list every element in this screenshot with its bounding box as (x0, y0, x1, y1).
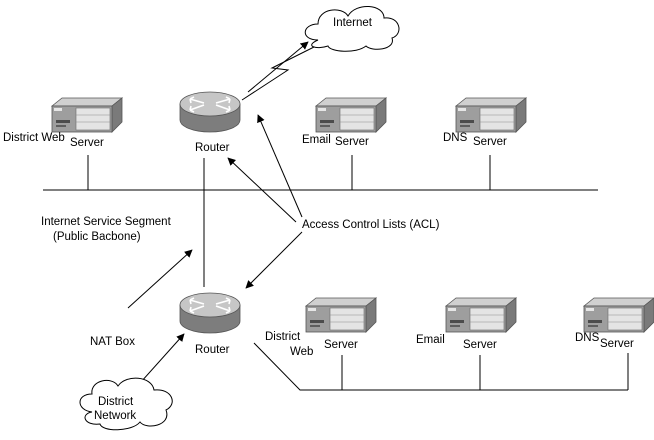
pointer-arrow-to-internet (247, 41, 309, 93)
district-web-top-label: District Web (3, 132, 65, 144)
router-top-icon (179, 91, 241, 133)
district-network-label-line1: District (98, 396, 134, 408)
segment-label-line2: (Public Bacbone) (53, 231, 141, 243)
server-dns-top-label: Server (473, 136, 507, 148)
acl-label: Access Control Lists (ACL) (302, 219, 440, 231)
router-bottom-label: Router (195, 344, 230, 356)
router-top-label: Router (195, 142, 230, 154)
acl-arrow-to-top-router-lower (227, 157, 297, 223)
email-bottom-label: Email (416, 334, 445, 346)
router-bottom-icon (179, 292, 241, 334)
district-web-bottom-label-line1: District (265, 331, 301, 343)
district-network-cloud (79, 377, 173, 431)
district-web-server-top-icon (51, 97, 123, 133)
server-web-bottom-label: Server (324, 339, 358, 351)
internet-cloud-label: Internet (333, 17, 372, 29)
email-server-bottom-icon (445, 297, 517, 333)
acl-arrow-to-bottom-router (245, 231, 303, 289)
email-server-top-icon (315, 97, 387, 133)
segment-label-line1: Internet Service Segment (41, 216, 171, 228)
district-web-bottom-label-line2: Web (290, 346, 314, 358)
acl-arrow-to-top-router (257, 114, 303, 218)
internet-wan-link (241, 44, 319, 101)
server-web-top-label: Server (70, 137, 104, 149)
district-network-label-line2: Network (94, 410, 137, 422)
internet-cloud (304, 6, 400, 52)
segment-arrow-to-link (127, 249, 193, 309)
email-top-label: Email (302, 134, 331, 146)
district-web-server-bottom-icon (305, 297, 377, 333)
server-email-top-label: Server (335, 136, 369, 148)
dns-server-bottom-icon (583, 297, 654, 333)
nat-box-label: NAT Box (90, 336, 135, 348)
server-dns-bottom-label: Server (600, 338, 634, 350)
internal-lan-line (253, 342, 628, 391)
server-email-bottom-label: Server (463, 339, 497, 351)
dns-top-label: DNS (443, 132, 468, 144)
dns-server-top-icon (455, 97, 527, 133)
dns-bottom-label: DNS (575, 332, 600, 344)
